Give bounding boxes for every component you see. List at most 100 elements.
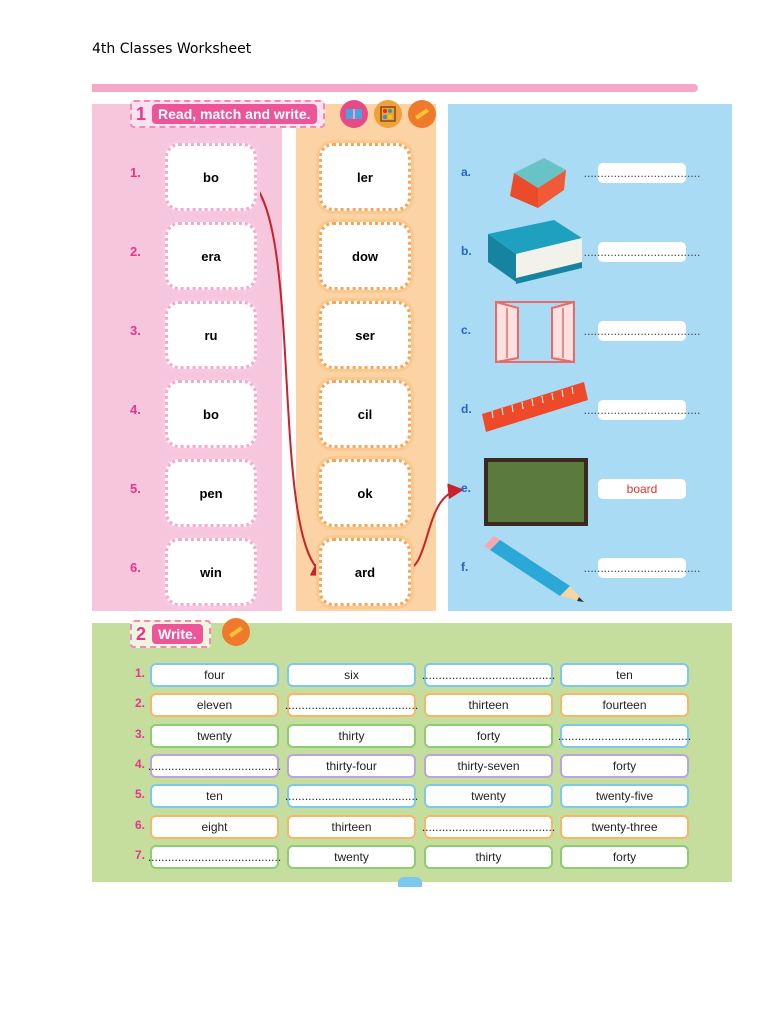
number-word-cell[interactable]: eleven (150, 693, 279, 718)
row-number: 2. (130, 244, 141, 259)
answer-field[interactable]: board (598, 479, 686, 499)
number-word-text: ........................................ (147, 758, 282, 773)
picture-letter: f. (461, 560, 469, 574)
answer-field[interactable]: ................................... (584, 321, 700, 341)
syllable-text: dow (352, 248, 378, 264)
column-gap (282, 104, 296, 611)
document-header: 4th Classes Worksheet (92, 41, 252, 57)
number-word-text: fourteen (602, 698, 647, 713)
sequence-row: 5. ten .................................… (135, 784, 695, 809)
syllable-card-right[interactable]: ler (319, 143, 411, 211)
row-number: 6. (135, 817, 146, 832)
syllable-text: ard (354, 564, 376, 580)
number-word-cell[interactable]: ........................................ (421, 663, 556, 687)
ruler-pencil-icon (222, 618, 250, 646)
section1-instruction: Read, match and write. (152, 104, 317, 124)
sequence-row: 6. eight thirteen ......................… (135, 814, 695, 839)
number-word-cell[interactable]: thirteen (424, 693, 553, 718)
number-word-text: twenty (334, 849, 369, 864)
book-icon (340, 100, 368, 128)
syllable-card-right[interactable]: dow (319, 222, 411, 290)
answer-field[interactable]: ................................... (584, 400, 700, 420)
syllable-card-right[interactable]: ok (319, 459, 411, 527)
number-word-text: eight (201, 819, 228, 834)
page-tab-marker (398, 877, 422, 887)
number-word-cell[interactable]: thirty-seven (424, 753, 553, 778)
number-word-text: thirteen (468, 698, 509, 713)
number-word-cell[interactable]: forty (560, 753, 689, 778)
number-word-cell[interactable]: fourteen (560, 693, 689, 718)
answer-text: ................................... (583, 166, 701, 180)
answer-field[interactable]: ................................... (584, 242, 700, 262)
number-word-text: ten (206, 789, 223, 804)
number-word-cell[interactable]: six (287, 663, 416, 687)
sequence-row: 7. .....................................… (135, 844, 695, 869)
number-word-cell[interactable]: thirty-four (287, 753, 416, 778)
syllable-card-right[interactable]: ser (319, 301, 411, 369)
section1-number: 1 (136, 103, 147, 124)
syllable-card-left[interactable]: bo (165, 380, 257, 448)
syllable-text: bo (203, 406, 219, 422)
number-word-text: ........................................ (284, 789, 419, 804)
row-number: 3. (130, 323, 141, 338)
number-word-text: forty (476, 728, 501, 743)
number-word-cell[interactable]: ........................................ (147, 753, 282, 778)
number-word-text: forty (612, 758, 637, 773)
syllable-card-left[interactable]: pen (165, 459, 257, 527)
number-word-cell[interactable]: thirty (287, 723, 416, 748)
section1-title: 1 Read, match and write. (130, 100, 325, 128)
number-word-cell[interactable]: ........................................ (422, 814, 555, 839)
number-word-cell[interactable]: ........................................ (284, 784, 419, 809)
number-word-text: thirty (475, 849, 502, 864)
number-word-text: forty (612, 849, 637, 864)
answer-field[interactable]: ................................... (584, 558, 700, 578)
number-word-cell[interactable]: ........................................ (558, 723, 691, 748)
syllable-card-left[interactable]: era (165, 222, 257, 290)
worksheet: 1 Read, match and write. 1. bo ler (92, 84, 732, 887)
row-number: 4. (135, 756, 146, 771)
answer-text: ................................... (583, 561, 701, 575)
syllable-text: era (201, 248, 221, 264)
syllable-card-left[interactable]: bo (165, 143, 257, 211)
number-word-cell[interactable]: ........................................ (285, 693, 418, 718)
number-word-cell[interactable]: forty (560, 844, 689, 869)
number-word-cell[interactable]: forty (424, 723, 553, 748)
number-word-cell[interactable]: thirteen (287, 814, 416, 839)
number-word-text: twenty-three (591, 819, 658, 834)
number-word-text: thirty (338, 728, 365, 743)
sequence-row: 1. four six ............................… (135, 663, 695, 687)
syllable-card-right[interactable]: ard (319, 538, 411, 606)
section2-instruction: Write. (152, 624, 203, 644)
number-word-text: ten (616, 668, 633, 682)
number-word-cell[interactable]: four (150, 663, 279, 687)
syllable-text: win (200, 564, 222, 580)
number-word-cell[interactable]: twenty (287, 844, 416, 869)
syllable-card-left[interactable]: ru (165, 301, 257, 369)
number-word-text: ........................................ (421, 668, 556, 682)
number-word-cell[interactable]: ten (560, 663, 689, 687)
number-word-cell[interactable]: ten (150, 784, 279, 809)
number-word-cell[interactable]: twenty (150, 723, 279, 748)
row-number: 5. (135, 787, 146, 802)
section2-number: 2 (136, 623, 147, 644)
number-word-cell[interactable]: ........................................ (148, 844, 281, 869)
window-picture (495, 300, 575, 364)
row-number: 6. (130, 560, 141, 575)
number-word-cell[interactable]: twenty (424, 784, 553, 809)
row-number: 1. (135, 666, 146, 680)
syllable-text: bo (203, 169, 219, 185)
number-word-cell[interactable]: eight (150, 814, 279, 839)
answer-field[interactable]: ................................... (584, 163, 700, 183)
number-word-cell[interactable]: twenty-three (560, 814, 689, 839)
syllable-card-left[interactable]: win (165, 538, 257, 606)
number-word-cell[interactable]: twenty-five (560, 784, 689, 809)
syllable-text: ser (355, 327, 375, 343)
number-word-text: twenty-five (595, 789, 654, 804)
sequence-row: 4. .....................................… (135, 753, 695, 778)
number-word-text: thirty-four (326, 758, 377, 773)
answer-text: ................................... (583, 245, 701, 259)
number-word-cell[interactable]: thirty (424, 844, 553, 869)
section2-title: 2 Write. (130, 620, 211, 648)
number-word-text: eleven (196, 698, 233, 713)
syllable-card-right[interactable]: cil (319, 380, 411, 448)
